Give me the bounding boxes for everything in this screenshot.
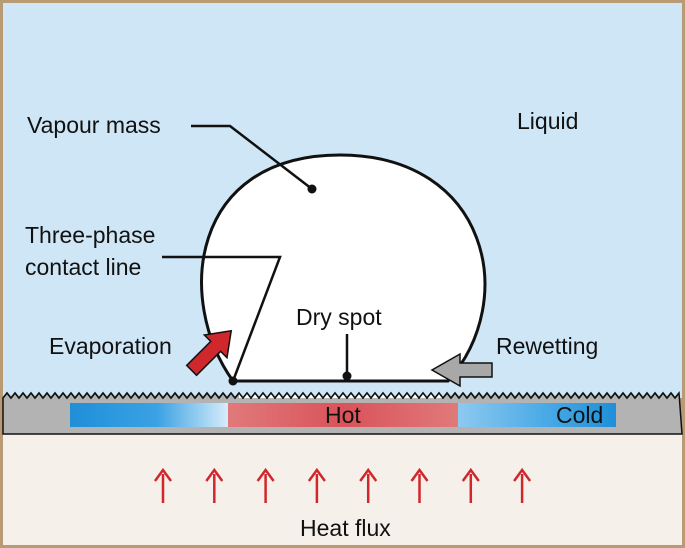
label-hot: Hot [325, 402, 361, 428]
heater-region [3, 434, 682, 545]
heat-flux-arrow [513, 467, 532, 503]
heat-flux-arrow [410, 467, 429, 503]
vapour-bubble [200, 153, 487, 383]
leader-dot-contact [228, 376, 238, 386]
label-liquid: Liquid [517, 108, 578, 134]
heat-flux-arrow [153, 467, 173, 503]
cold-band-left [70, 403, 228, 427]
hot-band [228, 403, 458, 427]
leader-vapour-mass [191, 124, 313, 190]
leader-contact-line [162, 255, 282, 382]
label-vapour-mass: Vapour mass [27, 112, 161, 138]
rewetting-arrow [430, 352, 493, 388]
label-cold: Cold [556, 402, 603, 428]
heat-flux-arrow [359, 467, 378, 503]
label-heat-flux: Heat flux [300, 515, 391, 541]
label-dry-spot: Dry spot [296, 304, 382, 330]
label-evaporation: Evaporation [49, 333, 172, 359]
heat-flux-arrow [461, 467, 480, 503]
label-three-phase-1: Three-phase [25, 222, 155, 248]
heat-flux-arrow [205, 467, 224, 503]
rough-surface-line [2, 391, 680, 400]
heat-flux-arrows [153, 467, 532, 503]
evaporation-arrow [185, 329, 233, 377]
label-three-phase-2: contact line [25, 254, 141, 280]
cold-band-right [458, 403, 616, 427]
heat-flux-arrow [256, 467, 275, 503]
leader-dot-dry-spot [342, 371, 352, 381]
label-rewetting: Rewetting [496, 333, 598, 359]
heat-flux-arrow [307, 467, 326, 503]
leader-dot-vapour [307, 184, 317, 194]
